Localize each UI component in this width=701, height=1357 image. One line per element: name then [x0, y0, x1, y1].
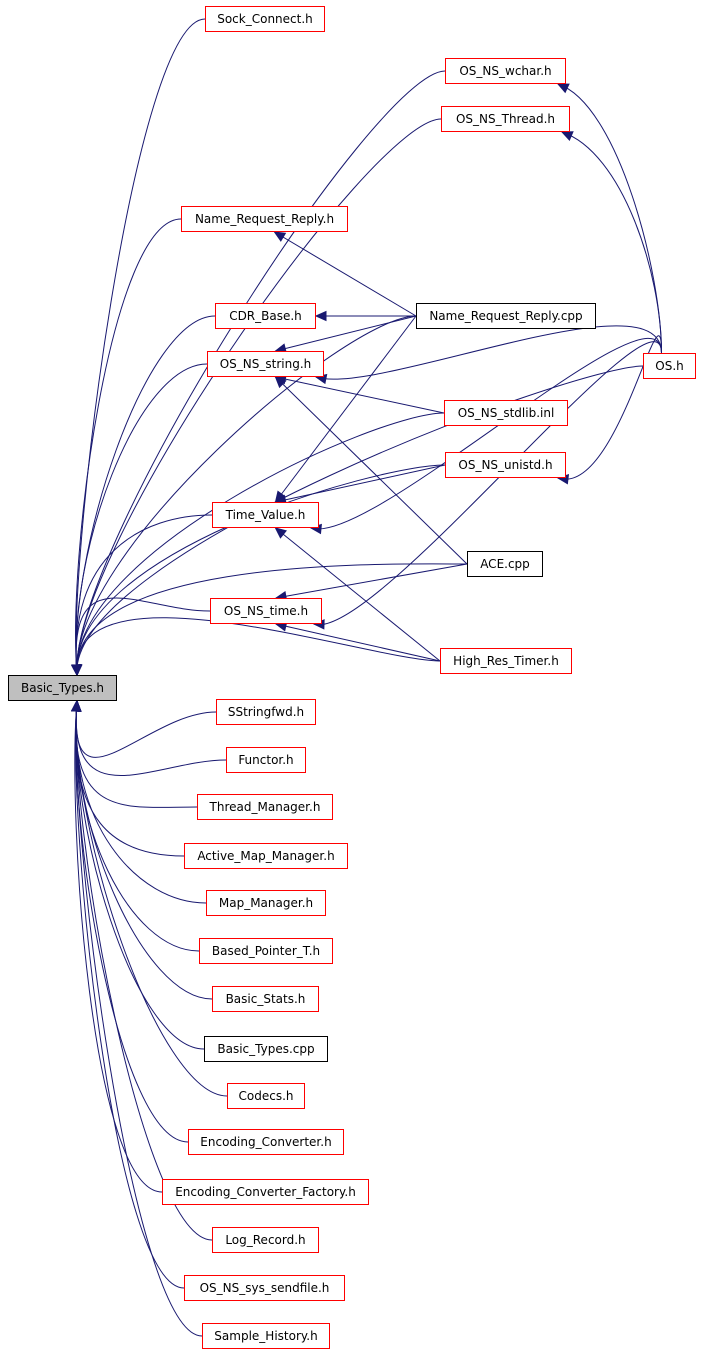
node-os-ns-thread-h[interactable]: OS_NS_Thread.h	[441, 106, 570, 132]
node-cdr-base-h[interactable]: CDR_Base.h	[215, 303, 316, 329]
edge-encoding-converter-factory-h-to-basic-types-h	[74, 700, 163, 1193]
node-os-ns-sys-sendfile-h[interactable]: OS_NS_sys_sendfile.h	[184, 1275, 345, 1301]
edge-os-ns-sys-sendfile-h-to-basic-types-h	[75, 700, 185, 1289]
node-basic-types-cpp[interactable]: Basic_Types.cpp	[204, 1036, 328, 1062]
edge-sock-connect-h-to-basic-types-h	[75, 18, 206, 676]
node-ace-cpp[interactable]: ACE.cpp	[467, 551, 543, 577]
node-map-manager-h[interactable]: Map_Manager.h	[206, 890, 326, 916]
edge-os-ns-string-h-to-basic-types-h	[75, 363, 208, 676]
edge-basic-types-cpp-to-basic-types-h	[75, 700, 205, 1050]
node-sock-connect-h[interactable]: Sock_Connect.h	[205, 6, 325, 32]
node-encoding-converter-factory-h[interactable]: Encoding_Converter_Factory.h	[162, 1179, 369, 1205]
edge-name-request-reply-cpp-to-os-ns-string-h	[275, 315, 417, 352]
edge-ace-cpp-to-os-ns-string-h	[275, 376, 468, 565]
edge-os-h-to-os-ns-thread-h	[561, 131, 662, 354]
edge-name-request-reply-cpp-to-basic-types-h	[76, 315, 417, 676]
edge-ace-cpp-to-os-ns-time-h	[275, 563, 468, 599]
edge-os-h-to-os-ns-string-h	[315, 325, 662, 380]
edge-sample-history-h-to-basic-types-h	[75, 700, 203, 1337]
arrowhead	[274, 376, 287, 389]
arrowhead	[314, 310, 327, 322]
edge-os-h-to-os-ns-unistd-h	[557, 335, 662, 480]
edge-log-record-h-to-basic-types-h	[75, 700, 213, 1241]
arrowhead	[560, 131, 574, 141]
edge-map-manager-h-to-basic-types-h	[75, 700, 207, 904]
edge-os-h-to-basic-types-h	[76, 365, 644, 676]
node-os-ns-unistd-h[interactable]: OS_NS_unistd.h	[445, 452, 566, 478]
edge-os-ns-time-h-to-basic-types-h	[75, 597, 211, 676]
arrowhead	[556, 83, 570, 94]
edge-name-request-reply-cpp-to-time-value-h	[275, 315, 417, 503]
node-log-record-h[interactable]: Log_Record.h	[212, 1227, 319, 1253]
node-active-map-manager-h[interactable]: Active_Map_Manager.h	[184, 843, 348, 869]
edge-sstringfwd-h-to-basic-types-h	[75, 700, 217, 758]
edge-os-ns-stdlib-inl-to-basic-types-h	[76, 412, 445, 676]
node-high-res-timer-h[interactable]: High_Res_Timer.h	[440, 648, 572, 674]
edge-os-ns-unistd-h-to-basic-types-h	[76, 464, 446, 676]
arrowhead	[273, 231, 287, 242]
edge-high-res-timer-h-to-os-ns-time-h	[275, 623, 441, 662]
node-based-pointer-t-h[interactable]: Based_Pointer_T.h	[199, 938, 333, 964]
arrowhead	[71, 699, 82, 712]
edge-time-value-h-to-basic-types-h	[75, 514, 213, 676]
edge-based-pointer-t-h-to-basic-types-h	[75, 700, 200, 952]
edge-codecs-h-to-basic-types-h	[75, 700, 228, 1097]
node-name-request-reply-cpp[interactable]: Name_Request_Reply.cpp	[416, 303, 596, 329]
edge-name-request-reply-h-to-basic-types-h	[75, 218, 182, 676]
node-os-ns-time-h[interactable]: OS_NS_time.h	[210, 598, 322, 624]
node-sample-history-h[interactable]: Sample_History.h	[202, 1323, 330, 1349]
edge-thread-manager-h-to-basic-types-h	[75, 700, 198, 809]
arrowhead	[71, 664, 83, 677]
node-os-h[interactable]: OS.h	[643, 353, 696, 379]
node-os-ns-string-h[interactable]: OS_NS_string.h	[207, 351, 324, 377]
node-os-ns-stdlib-inl[interactable]: OS_NS_stdlib.inl	[444, 400, 568, 426]
node-thread-manager-h[interactable]: Thread_Manager.h	[197, 794, 333, 820]
node-functor-h[interactable]: Functor.h	[226, 747, 306, 773]
node-encoding-converter-h[interactable]: Encoding_Converter.h	[188, 1129, 344, 1155]
edge-high-res-timer-h-to-time-value-h	[275, 527, 441, 662]
edge-ace-cpp-to-basic-types-h	[76, 563, 468, 676]
edge-os-ns-unistd-h-to-time-value-h	[275, 464, 446, 503]
node-os-ns-wchar-h[interactable]: OS_NS_wchar.h	[445, 58, 566, 84]
edge-high-res-timer-h-to-basic-types-h	[76, 617, 441, 676]
edge-cdr-base-h-to-basic-types-h	[75, 315, 216, 676]
arrowhead	[274, 527, 287, 539]
node-name-request-reply-h[interactable]: Name_Request_Reply.h	[181, 206, 348, 232]
node-basic-types-h: Basic_Types.h	[8, 675, 117, 701]
node-basic-stats-h[interactable]: Basic_Stats.h	[212, 986, 319, 1012]
edge-os-ns-stdlib-inl-to-os-ns-string-h	[275, 376, 445, 414]
edge-functor-h-to-basic-types-h	[75, 700, 227, 776]
node-codecs-h[interactable]: Codecs.h	[227, 1083, 305, 1109]
edge-name-request-reply-cpp-to-name-request-reply-h	[274, 231, 417, 317]
node-time-value-h[interactable]: Time_Value.h	[212, 502, 319, 528]
node-sstringfwd-h[interactable]: SStringfwd.h	[216, 699, 316, 725]
